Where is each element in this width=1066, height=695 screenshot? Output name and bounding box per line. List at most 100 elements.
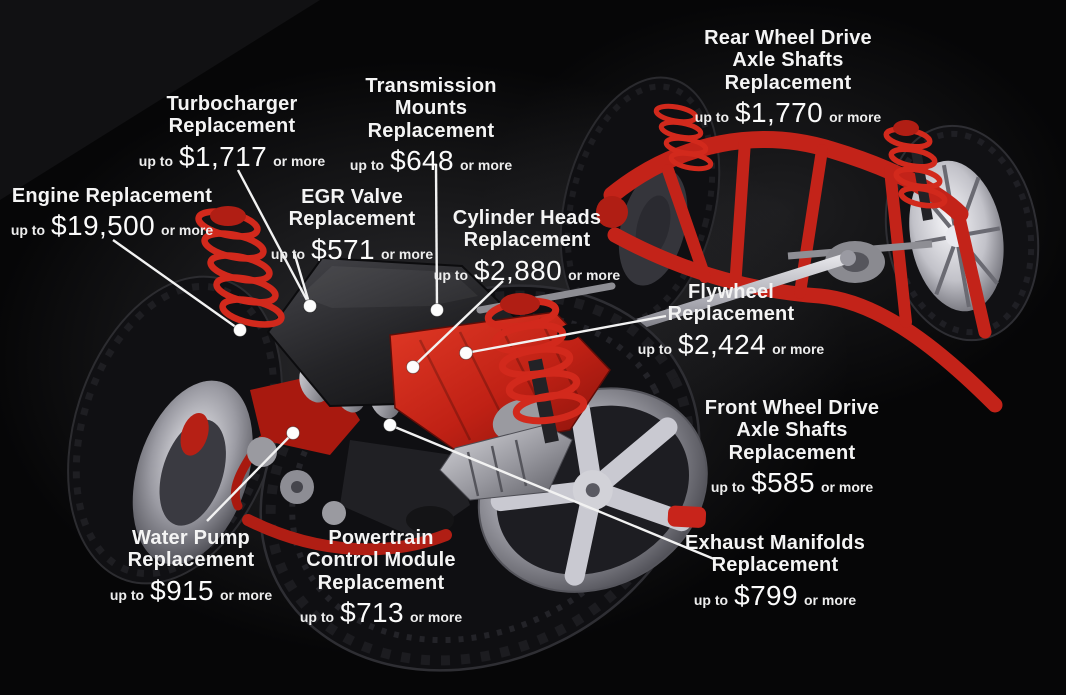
front-left-wheel	[67, 275, 283, 585]
leader-dot-egr-valve	[303, 299, 317, 313]
label-title-line: Rear Wheel Drive	[704, 27, 872, 49]
label-title-line: Flywheel	[687, 281, 775, 303]
label-title-line: Water Pump	[132, 527, 250, 549]
leader-dot-engine	[233, 323, 247, 337]
price-prefix: up to	[433, 266, 469, 283]
label-flywheel-replacement: Flywheel Replacement up to $2,424 or mor…	[626, 281, 836, 361]
label-rear-axle-shafts-replacement: Rear Wheel Drive Axle Shafts Replacement…	[668, 27, 908, 129]
price-value: $799	[734, 579, 798, 611]
price-suffix: or more	[273, 152, 326, 169]
price-suffix: or more	[380, 245, 434, 262]
label-title-line: Exhaust Manifolds	[684, 532, 866, 554]
price-value: $2,424	[678, 328, 767, 360]
leader-line-transmission-mounts	[434, 163, 439, 311]
label-title-line: Front Wheel Drive	[704, 397, 880, 419]
label-title-line: Mounts	[394, 97, 468, 120]
leader-line-egr-valve	[292, 251, 312, 307]
price-suffix: or more	[803, 591, 857, 608]
label-title-line: Control Module	[306, 549, 456, 572]
leader-dot-flywheel	[459, 346, 473, 360]
price-value: $1,770	[735, 97, 824, 129]
label-title-line: Replacement	[127, 549, 255, 572]
leader-dot-cylinder-heads	[406, 360, 420, 374]
label-title-line: Axle Shafts	[736, 419, 848, 442]
label-title-line: Replacement	[667, 303, 795, 326]
label-engine-replacement: Engine Replacement up to $19,500 or more	[2, 185, 222, 242]
leader-line-cylinder-heads	[412, 280, 504, 368]
leader-line-flywheel	[465, 314, 667, 355]
price-row: up to $1,770 or more	[668, 97, 908, 129]
price-suffix: or more	[568, 266, 621, 283]
price-suffix: or more	[772, 340, 825, 357]
label-water-pump-replacement: Water Pump Replacement up to $915 or mor…	[86, 527, 296, 607]
price-prefix: up to	[138, 152, 174, 169]
label-title-line: Replacement	[367, 119, 495, 142]
label-exhaust-manifolds-replacement: Exhaust Manifolds Replacement up to $799…	[655, 532, 895, 612]
label-front-axle-shafts-replacement: Front Wheel Drive Axle Shafts Replacemen…	[672, 397, 912, 499]
label-title-line: Turbocharger	[166, 93, 298, 115]
price-value: $915	[150, 574, 214, 606]
label-cylinder-heads-replacement: Cylinder Heads Replacement up to $2,880 …	[427, 207, 627, 287]
engine-assembly	[230, 256, 616, 556]
label-powertrain-control-module-replacement: Powertrain Control Module Replacement up…	[276, 527, 486, 629]
leader-dot-water-pump	[286, 426, 300, 440]
price-prefix: up to	[10, 222, 46, 239]
price-value: $648	[390, 145, 454, 177]
accessory-pulleys	[247, 437, 454, 534]
price-suffix: or more	[161, 222, 214, 239]
leader-line-exhaust-manifolds	[389, 423, 715, 561]
price-prefix: up to	[694, 109, 730, 126]
price-prefix: up to	[710, 479, 746, 496]
lower-control-arm	[242, 514, 452, 556]
leader-line-water-pump	[206, 432, 294, 522]
label-egr-valve-replacement: EGR Valve Replacement up to $571 or more	[262, 186, 442, 266]
label-title-line: Replacement	[317, 571, 445, 594]
price-prefix: up to	[270, 245, 306, 262]
price-value: $571	[311, 233, 375, 265]
price-row: up to $19,500 or more	[2, 210, 222, 242]
rear-differential	[787, 240, 933, 283]
label-title-line: Replacement	[168, 115, 296, 138]
leader-line-turbocharger	[236, 169, 312, 307]
price-value: $713	[340, 597, 404, 629]
label-title-line: Transmission	[365, 75, 497, 97]
price-suffix: or more	[409, 609, 463, 626]
leader-dot-transmission-mounts	[430, 303, 444, 317]
label-turbocharger-replacement: Turbocharger Replacement up to $1,717 or…	[132, 93, 332, 173]
price-row: up to $2,424 or more	[626, 329, 836, 361]
front-left-strut	[195, 206, 285, 328]
leader-lines	[112, 163, 715, 561]
price-prefix: up to	[637, 340, 673, 357]
price-value: $19,500	[51, 210, 156, 242]
price-row: up to $2,880 or more	[427, 255, 627, 287]
price-row: up to $585 or more	[672, 467, 912, 499]
label-title-line: EGR Valve	[301, 186, 403, 208]
label-title-line: Replacement	[728, 441, 856, 464]
price-value: $1,717	[179, 140, 268, 172]
price-row: up to $915 or more	[86, 575, 296, 607]
price-suffix: or more	[459, 157, 513, 174]
price-row: up to $571 or more	[262, 234, 442, 266]
rear-left-spring	[653, 103, 714, 172]
rear-right-spring	[883, 120, 948, 221]
label-title-line: Replacement	[711, 554, 839, 577]
price-suffix: or more	[219, 586, 273, 603]
label-title-line: Replacement	[463, 229, 591, 252]
label-title-line: Replacement	[288, 208, 416, 231]
price-row: up to $1,717 or more	[132, 141, 332, 173]
price-row: up to $648 or more	[341, 145, 521, 177]
price-suffix: or more	[820, 479, 874, 496]
leader-dot-exhaust-manifolds	[383, 418, 397, 432]
price-row: up to $713 or more	[276, 597, 486, 629]
label-transmission-mounts-replacement: Transmission Mounts Replacement up to $6…	[341, 75, 521, 177]
price-suffix: or more	[829, 109, 882, 126]
price-value: $585	[751, 467, 815, 499]
price-prefix: up to	[349, 157, 385, 174]
leader-line-engine	[112, 239, 241, 331]
label-title-line: Replacement	[724, 71, 852, 94]
price-prefix: up to	[299, 609, 335, 626]
label-title-line: Axle Shafts	[732, 49, 844, 72]
label-title-line: Engine Replacement	[11, 185, 213, 207]
